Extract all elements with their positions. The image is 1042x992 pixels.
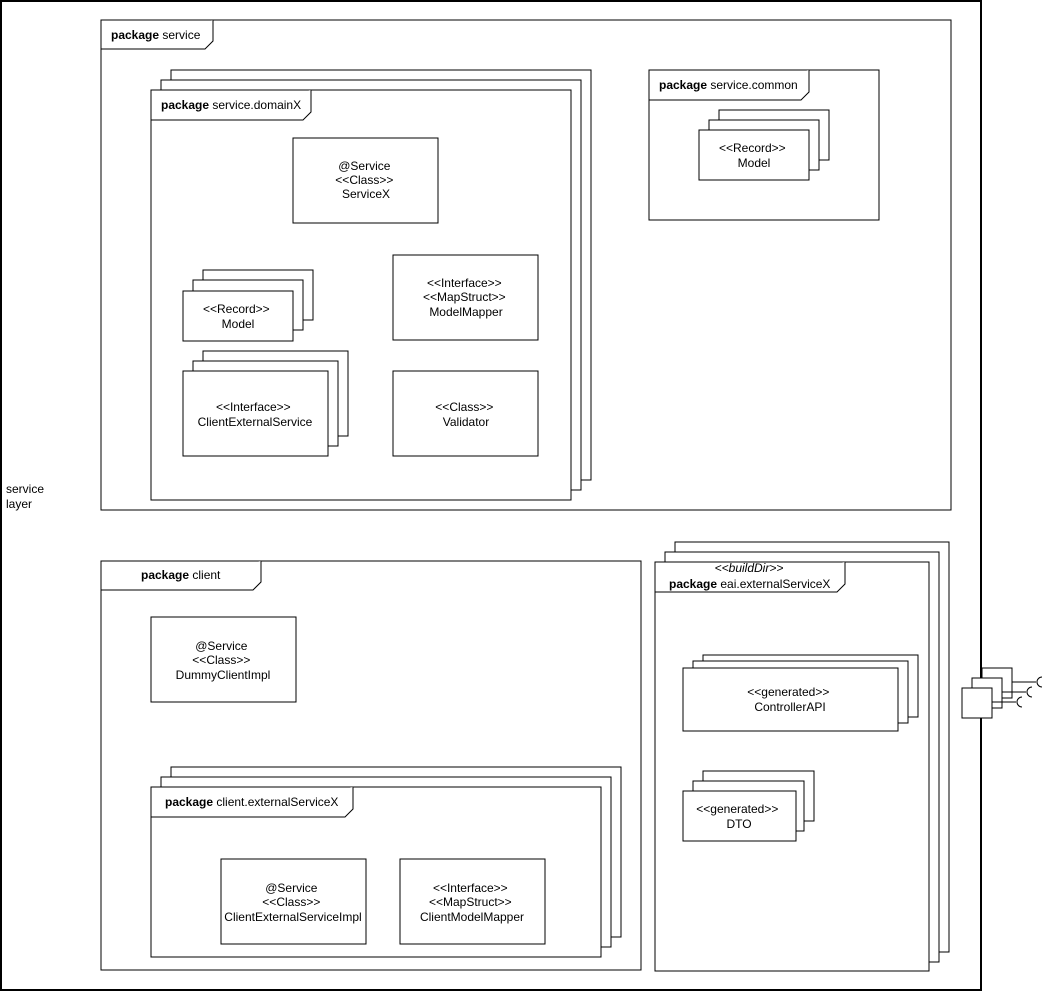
package-client-ext-title: package client.externalServiceX xyxy=(165,795,338,809)
dto-label: <<generated>> DTO xyxy=(696,802,781,831)
common-model-label: <<Record>> Model xyxy=(719,141,789,170)
interface-modelmapper xyxy=(392,254,539,341)
class-servicex xyxy=(292,137,439,224)
class-validator xyxy=(392,370,539,457)
package-domain-title: package service.domainX xyxy=(161,98,301,112)
class-dummyclientimpl xyxy=(150,616,297,703)
validator-label: <<Class>> Validator xyxy=(435,400,496,429)
clientexternalserviceimpl-label: @Service <<Class>> ClientExternalService… xyxy=(224,881,361,924)
package-client-title: package client xyxy=(141,568,221,582)
package-common-title: package service.common xyxy=(659,78,798,92)
class-clientexternalserviceimpl xyxy=(220,858,367,945)
clientmodelmapper-label: <<Interface>> <<MapStruct>> ClientModelM… xyxy=(420,881,524,924)
servicex-label: @Service <<Class>> ServiceX xyxy=(335,159,396,201)
dummyclientimpl-label: @Service <<Class>> DummyClientImpl xyxy=(176,639,271,682)
generated-controllerapi xyxy=(682,654,919,732)
layer-label-line2: layer xyxy=(6,497,32,511)
package-eai-stereotype: <<buildDir>> xyxy=(715,561,784,575)
package-eai-externalservicex xyxy=(654,541,950,972)
clientexternalservice-label: <<Interface>> ClientExternalService xyxy=(198,400,313,429)
package-service-title: package service xyxy=(111,28,201,42)
interface-clientexternalservice xyxy=(182,350,349,457)
modelmapper-label: <<Interface>> <<MapStruct>> ModelMapper xyxy=(423,276,509,319)
controllerapi-label: <<generated>> ControllerAPI xyxy=(747,685,832,714)
interface-clientmodelmapper xyxy=(399,858,546,945)
record-model-common xyxy=(698,109,830,181)
package-eai-title: package eai.externalServiceX xyxy=(669,577,830,591)
component-port-icon xyxy=(961,667,1042,719)
record-model-domain xyxy=(182,269,314,342)
layer-label-line1: service xyxy=(6,482,44,496)
generated-dto xyxy=(682,770,815,842)
domain-model-label: <<Record>> Model xyxy=(203,302,273,331)
